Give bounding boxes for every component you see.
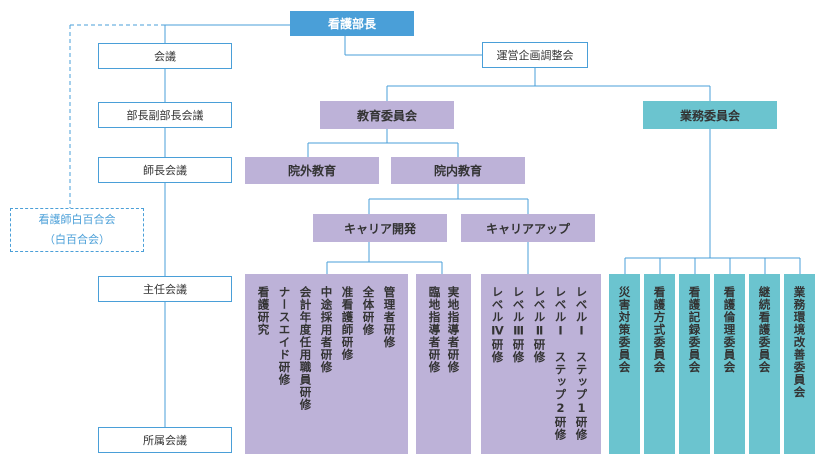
chief-meeting-box: 主任会議 bbox=[98, 276, 232, 302]
committee-label: 業務環境改善委員会 bbox=[792, 286, 807, 399]
career-development-box: キャリア開発 bbox=[313, 214, 447, 242]
committee-label: 災害対策委員会 bbox=[617, 286, 632, 374]
meeting-box: 会議 bbox=[98, 43, 232, 69]
unit-meeting-box: 所属会議 bbox=[98, 427, 232, 453]
committee-label: 看護方式委員会 bbox=[652, 286, 667, 374]
training-item: 全体研修 bbox=[361, 286, 376, 336]
outside-education-box: 院外教育 bbox=[245, 157, 379, 184]
training-item: レベルⅡ研修 bbox=[532, 286, 547, 364]
head-nurse-meeting-box: 師長会議 bbox=[98, 157, 232, 183]
planning-committee-box: 運営企画調整会 bbox=[482, 42, 588, 68]
committee-nursing-record: 看護記録委員会 bbox=[679, 274, 710, 454]
lily-association-name: 看護師白百合会 bbox=[38, 213, 116, 226]
career-up-box: キャリアアップ bbox=[461, 214, 595, 242]
lily-association-box: 看護師白百合会 （白百合会） bbox=[10, 208, 144, 252]
training-item: 中途採用者研修 bbox=[319, 286, 334, 374]
committee-label: 継続看護委員会 bbox=[757, 286, 772, 374]
department-head-meeting-box: 部長副部長会議 bbox=[98, 102, 232, 128]
committee-disaster: 災害対策委員会 bbox=[609, 274, 640, 454]
business-committee-box: 業務委員会 bbox=[643, 101, 777, 129]
training-item: ナースエイド研修 bbox=[277, 286, 292, 386]
training-item: 実地指導者研修 bbox=[446, 286, 461, 374]
training-item: レベルⅠ ステップ1研修 bbox=[574, 286, 589, 441]
head-nurse-box: 看護部長 bbox=[290, 11, 414, 36]
career-up-training-panel: レベルⅣ研修 レベルⅢ研修 レベルⅡ研修 レベルⅠ ステップ2研修 レベルⅠ ス… bbox=[481, 274, 601, 454]
training-item: 看護研究 bbox=[256, 286, 271, 336]
training-item: 准看護師研修 bbox=[340, 286, 355, 361]
education-committee-box: 教育委員会 bbox=[320, 101, 454, 129]
training-item: レベルⅣ研修 bbox=[490, 286, 505, 364]
training-item: レベルⅢ研修 bbox=[511, 286, 526, 364]
committee-label: 看護記録委員会 bbox=[687, 286, 702, 374]
inside-education-box: 院内教育 bbox=[391, 157, 525, 184]
training-item: 管理者研修 bbox=[382, 286, 397, 349]
training-item: 臨地指導者研修 bbox=[427, 286, 442, 374]
committee-nursing-ethics: 看護倫理委員会 bbox=[714, 274, 745, 454]
training-item: 会計年度任用職員研修 bbox=[298, 286, 313, 411]
committee-continuing-care: 継続看護委員会 bbox=[749, 274, 780, 454]
instructor-training-panel: 臨地指導者研修 実地指導者研修 bbox=[416, 274, 471, 454]
committee-nursing-method: 看護方式委員会 bbox=[644, 274, 675, 454]
committee-work-environment: 業務環境改善委員会 bbox=[784, 274, 815, 454]
career-development-training-panel: 看護研究 ナースエイド研修 会計年度任用職員研修 中途採用者研修 准看護師研修 … bbox=[245, 274, 408, 454]
committee-label: 看護倫理委員会 bbox=[722, 286, 737, 374]
training-item: レベルⅠ ステップ2研修 bbox=[553, 286, 568, 441]
lily-association-short: （白百合会） bbox=[44, 233, 110, 246]
